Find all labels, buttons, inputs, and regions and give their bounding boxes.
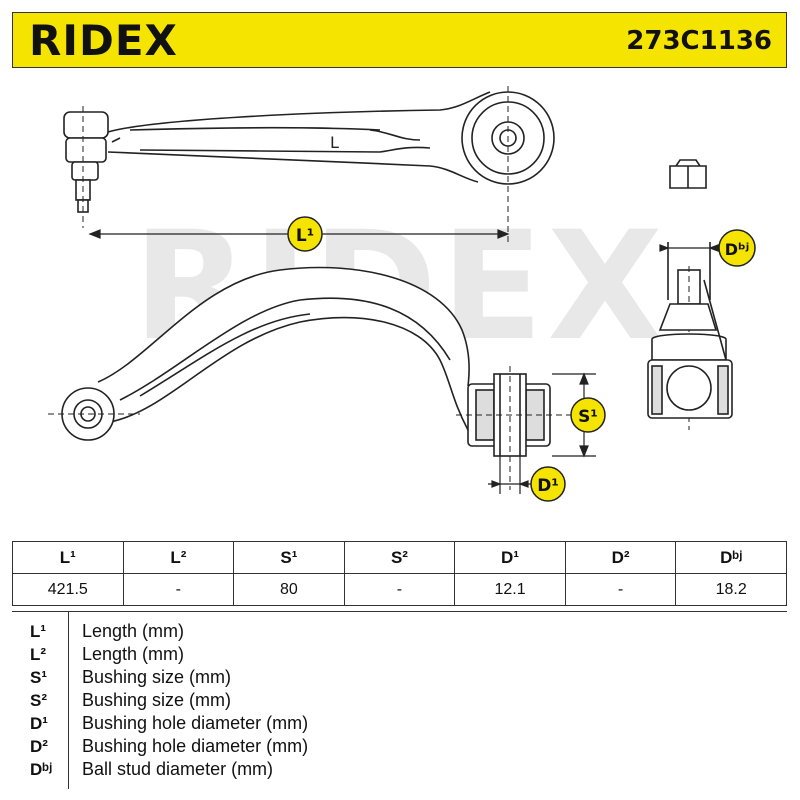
spec-header-l1: L¹ [12, 541, 124, 574]
spec-value-d2: - [564, 573, 677, 606]
legend-row-l2: L² Length (mm) [12, 643, 787, 666]
spec-value-l2: - [122, 573, 235, 606]
legend-desc: Bushing hole diameter (mm) [82, 736, 309, 756]
label-s1: S¹ [578, 407, 598, 427]
legend-row-d1: D¹ Bushing hole diameter (mm) [12, 712, 787, 735]
spec-value-dbj: 18.2 [675, 573, 787, 606]
spec-value-row: 421.5 - 80 - 12.1 - 18.2 [12, 573, 787, 606]
label-d1: D¹ [537, 476, 559, 496]
article-number: 273C1136 [626, 26, 772, 56]
legend-key: D¹ [30, 714, 48, 733]
spec-value-s1: 80 [233, 573, 345, 606]
spec-table: L¹ L² S¹ S² D¹ D² Dᵇʲ 421.5 - 80 - 12.1 … [12, 541, 787, 606]
legend-key: S¹ [30, 668, 47, 687]
dimension-d1 [488, 456, 532, 494]
badge-dbj [718, 229, 756, 267]
legend-row-s1: S¹ Bushing size (mm) [12, 666, 787, 689]
legend-divider [68, 612, 69, 789]
spec-value-s2: - [343, 573, 456, 606]
spec-value-l1: 421.5 [12, 573, 124, 606]
header-bar: RIDEX 273C1136 [12, 12, 787, 68]
arm-side-view [48, 266, 590, 490]
legend-key: S² [30, 691, 47, 710]
legend-key: L¹ [30, 622, 47, 641]
ball-joint-detail [647, 159, 733, 430]
legend-desc: Length (mm) [82, 644, 185, 664]
legend-desc: Bushing size (mm) [82, 667, 232, 687]
brand-logo: RIDEX [29, 16, 178, 65]
legend-row-dbj: Dᵇʲ Ball stud diameter (mm) [12, 758, 787, 781]
dimension-dbj [659, 244, 719, 252]
technical-drawing: RIDEX L [48, 86, 756, 502]
label-l1: L¹ [296, 226, 314, 246]
legend-desc: Ball stud diameter (mm) [82, 759, 274, 779]
legend-row-s2: S² Bushing size (mm) [12, 689, 787, 712]
legend-row-d2: D² Bushing hole diameter (mm) [12, 735, 787, 758]
spec-header-s2: S² [343, 541, 456, 574]
spec-header-s1: S¹ [233, 541, 345, 574]
legend: L¹ Length (mm) L² Length (mm) S¹ Bushing… [12, 611, 787, 789]
legend-desc: Bushing hole diameter (mm) [82, 713, 309, 733]
badge-d1 [530, 466, 566, 502]
legend-desc: Bushing size (mm) [82, 690, 232, 710]
legend-key: D² [30, 737, 48, 756]
arm-top-view [63, 86, 555, 245]
label-top-length: L [330, 133, 339, 152]
legend-row-l1: L¹ Length (mm) [12, 620, 787, 643]
badge-s1 [570, 397, 606, 433]
spec-header-d1: D¹ [454, 541, 566, 574]
badge-l1 [287, 216, 323, 252]
spec-header-dbj: Dᵇʲ [675, 541, 787, 574]
legend-key: L² [30, 645, 47, 664]
spec-header-d2: D² [564, 541, 677, 574]
spec-value-d1: 12.1 [454, 573, 566, 606]
legend-desc: Length (mm) [82, 621, 185, 641]
legend-key: Dᵇʲ [30, 760, 53, 779]
spec-header-row: L¹ L² S¹ S² D¹ D² Dᵇʲ [12, 541, 787, 574]
label-dbj: Dᵇʲ [725, 240, 749, 259]
spec-header-l2: L² [122, 541, 235, 574]
